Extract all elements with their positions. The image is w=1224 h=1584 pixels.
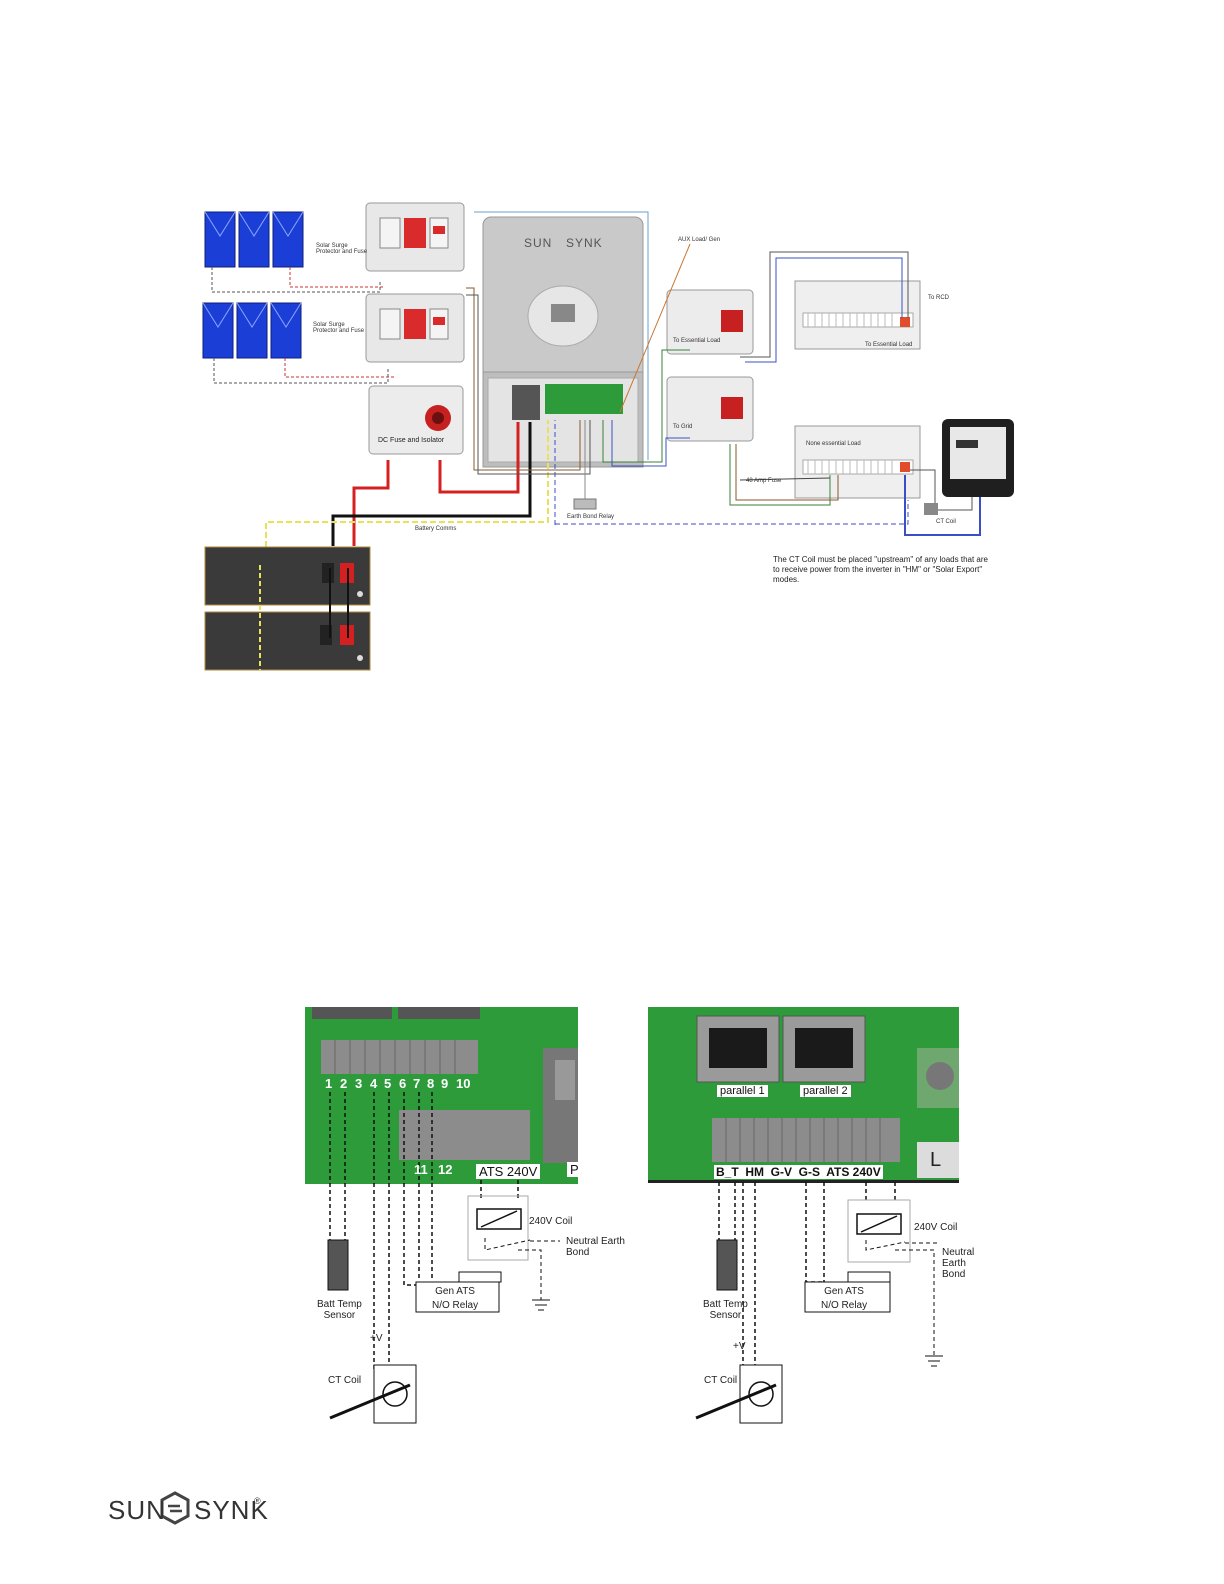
left-terminal-5: 5 [384,1076,392,1091]
left-gen-ats-label: Gen ATS N/O Relay [432,1286,479,1311]
parallel-2-label: parallel 2 [800,1085,851,1097]
essential-load-isolator [666,289,754,355]
parallel-1-label: parallel 1 [717,1085,768,1097]
right-ct-coil-label: CT Coil [704,1375,738,1386]
left-p-label: P [567,1162,579,1177]
solar-surge-label-1: Solar Surge Protector and Fuse [316,243,368,255]
right-ground-symbol [925,1355,943,1367]
right-bus-labels: B_T HM G-V G-S ATS 240V [714,1165,883,1179]
right-terminal-board [648,1007,959,1183]
essential-load-board [794,280,921,350]
left-ats-label: ATS 240V [476,1164,541,1179]
inverter-brand-left: SUN [524,236,553,250]
battery-2 [204,611,371,671]
electricity-meter [942,419,1014,497]
right-plus-v-label: +V [733,1341,746,1352]
sunsynk-inverter [482,216,644,468]
battery-1 [204,546,371,606]
left-terminal-1: 1 [325,1076,333,1091]
solar-panel-array-2 [202,302,302,359]
left-terminal-4: 4 [370,1076,378,1091]
to-rcd-label: To RCD [928,295,950,301]
inverter-brand-right: SYNK [566,236,603,250]
dc-fuse-label: DC Fuse and Isolator [378,437,445,444]
surge-protector-box-1 [365,202,465,272]
to-essential-load-board-label: To Essential Load [865,342,913,348]
ct-coil-top-label: CT Coil [936,519,956,525]
right-batt-temp-sensor [716,1239,738,1291]
dc-fuse-isolator-box [368,385,464,455]
left-plus-v-label: +V [370,1333,383,1344]
to-essential-load-isolator-label: To Essential Load [673,338,721,344]
left-neutral-earth-bond-label: Neutral Earth Bond [566,1236,625,1258]
right-gen-ats-relay [804,1281,891,1313]
grid-isolator [666,376,754,442]
left-gen-ats-relay [415,1281,500,1313]
right-neutral-earth-bond-label: Neutral Earth Bond [942,1247,975,1280]
left-batt-temp-label: Batt Temp Sensor [317,1299,362,1321]
left-ct-coil-label: CT Coil [328,1375,362,1386]
footer-registered-mark: ® [254,1496,262,1506]
right-coil-label: 240V Coil [914,1222,958,1233]
ct-coil-note: The CT Coil must be placed "upstream" of… [773,555,988,584]
left-batt-temp-sensor [327,1239,349,1291]
aux-load-label: AUX Load/ Gen [678,237,721,243]
left-terminal-6: 6 [399,1076,407,1091]
amp-fuse-label: 48 Amp Fuse [746,478,782,484]
right-gen-ats-label: Gen ATS N/O Relay [821,1286,868,1311]
left-coil-label: 240V Coil [529,1216,573,1227]
sunsynk-logo-mark-icon [160,1491,190,1525]
left-terminal-3: 3 [355,1076,363,1091]
left-terminal-9: 9 [441,1076,449,1091]
earth-bond-relay-label: Earth Bond Relay [567,514,615,520]
non-essential-load-board [794,425,921,499]
none-essential-load-label: None essential Load [806,441,861,447]
footer-brand-right: SYNK [194,1495,269,1525]
left-terminal-12: 12 [438,1162,453,1177]
to-grid-label: To Grid [673,424,693,430]
left-terminal-board [305,1007,578,1184]
left-ground-symbol [532,1299,550,1311]
left-terminal-10: 10 [456,1076,471,1091]
left-terminal-11: 11 [414,1162,428,1177]
left-terminal-8: 8 [427,1076,435,1091]
solar-surge-label-2: Solar Surge Protector and Fuse [313,322,365,334]
surge-protector-box-2 [365,293,465,363]
battery-comms-label: Battery Comms [415,526,457,532]
solar-panel-array-1 [204,211,304,268]
left-terminal-7: 7 [413,1076,421,1091]
right-l-label: L [930,1149,942,1171]
right-batt-temp-label: Batt Temp Sensor [703,1299,748,1321]
footer-brand-left: SUN [108,1495,166,1525]
left-terminal-2: 2 [340,1076,348,1091]
